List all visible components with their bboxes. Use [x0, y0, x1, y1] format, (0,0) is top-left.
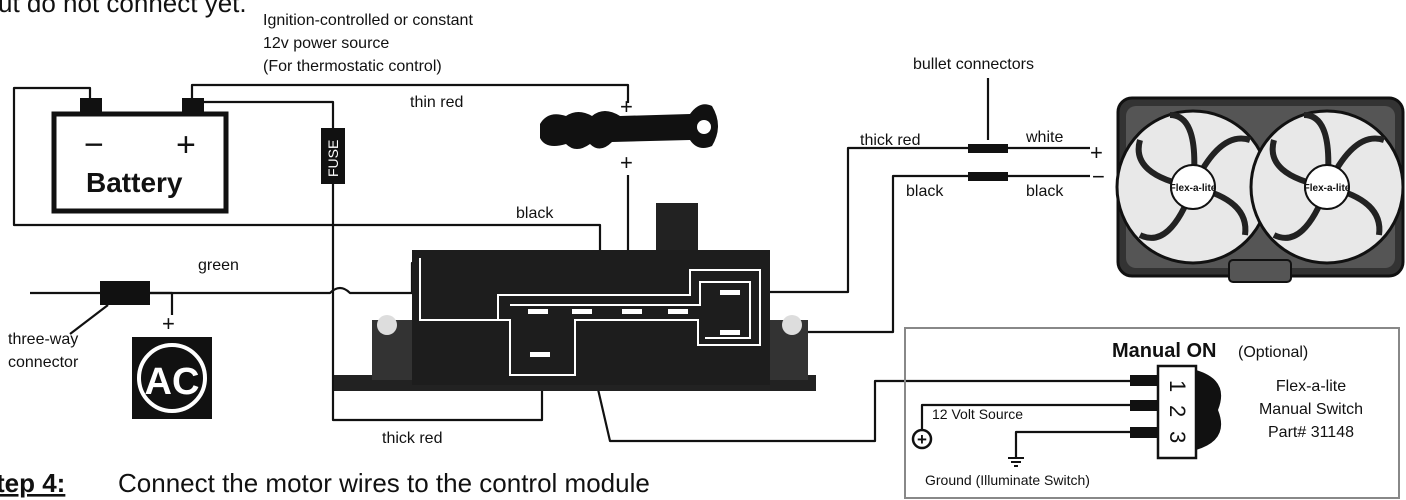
- switch-pin1-lug: [1130, 375, 1158, 386]
- key-plus-top: +: [620, 94, 633, 119]
- thick-red-bottom-label: thick red: [382, 430, 442, 447]
- battery-terminal-negative: [80, 98, 102, 114]
- switch-name-line1: Flex-a-lite: [1276, 378, 1346, 395]
- green-label: green: [198, 257, 239, 274]
- volt-source-terminal-icon: [911, 428, 933, 450]
- switch-name-line2: Manual Switch: [1259, 401, 1363, 418]
- battery-plus: +: [176, 126, 196, 164]
- fan-assembly: [1115, 96, 1405, 283]
- fuse-label: FUSE: [325, 140, 341, 177]
- thick-red-wire: [331, 182, 544, 422]
- module-terminals: [528, 290, 740, 357]
- step-label: tep 4:: [0, 468, 65, 498]
- volt-source-wire: [920, 403, 1130, 430]
- fan-brand-left: Flex-a-lite: [1170, 183, 1217, 194]
- switch-pin1: 1: [1165, 380, 1190, 392]
- black-fan-label: black: [1026, 183, 1064, 200]
- thick-red-right-wire: [745, 146, 970, 294]
- fuse-body: [321, 128, 345, 184]
- ignition-key-icon: [540, 104, 718, 149]
- battery-label: Battery: [86, 167, 183, 198]
- volt-source-plus: +: [917, 430, 927, 449]
- thin-red-label: thin red: [410, 94, 463, 111]
- fan-minus: −: [1092, 164, 1105, 189]
- black-label: black: [516, 205, 554, 222]
- manual-switch-icon: [1156, 364, 1198, 460]
- three-way-line1: three-way: [8, 331, 78, 348]
- manual-on-panel: [904, 327, 1400, 499]
- thick-red-right-label: thick red: [860, 132, 920, 149]
- switch-pin3: 3: [1165, 431, 1190, 443]
- three-way-line2: connector: [8, 354, 79, 371]
- power-note-line3: (For thermostatic control): [263, 58, 442, 75]
- three-way-leader: [69, 304, 109, 335]
- switch-name-line3: Part# 31148: [1268, 424, 1354, 441]
- battery-terminal-positive: [182, 98, 204, 114]
- key-plus-bottom: +: [620, 150, 633, 175]
- bullet-connector-top: [968, 144, 1008, 153]
- step-text: Connect the motor wires to the control m…: [118, 468, 650, 498]
- ac-plus-lead: [150, 291, 174, 315]
- black-right-wire: [745, 174, 970, 334]
- battery-body: [51, 111, 229, 214]
- white-label: white: [1025, 129, 1063, 146]
- three-way-connector: [100, 281, 150, 305]
- volt-source-label: 12 Volt Source: [932, 406, 1023, 422]
- battery-minus: −: [84, 126, 104, 164]
- fan-plus: +: [1090, 140, 1103, 165]
- switch-pin1-wire: [580, 319, 1130, 443]
- power-note-line2: 12v power source: [263, 35, 389, 52]
- ac-label: AC: [145, 361, 200, 403]
- ground-label: Ground (Illuminate Switch): [925, 472, 1090, 488]
- black-right-label: black: [906, 183, 944, 200]
- switch-pin3-lug: [1130, 427, 1158, 438]
- bullet-connector-bottom: [968, 172, 1008, 181]
- switch-pin2: 2: [1165, 405, 1190, 417]
- bullet-connectors-label: bullet connectors: [913, 56, 1034, 73]
- switch-rocker: [1196, 370, 1222, 450]
- control-module: [334, 203, 816, 391]
- fan-brand-right: Flex-a-lite: [1304, 183, 1351, 194]
- power-note-line1: Ignition-controlled or constant: [263, 12, 473, 29]
- thin-red-wire: [190, 83, 630, 103]
- header-cut-text: ut do not connect yet.: [0, 0, 247, 18]
- battery-negative-wire: [12, 86, 602, 302]
- ground-wire: [1014, 430, 1130, 458]
- manual-on-title: Manual ON: [1112, 340, 1216, 362]
- switch-pin2-lug: [1130, 400, 1158, 411]
- ground-icon: [1008, 457, 1024, 467]
- manual-on-optional: (Optional): [1238, 344, 1308, 361]
- ac-plus: +: [162, 311, 175, 336]
